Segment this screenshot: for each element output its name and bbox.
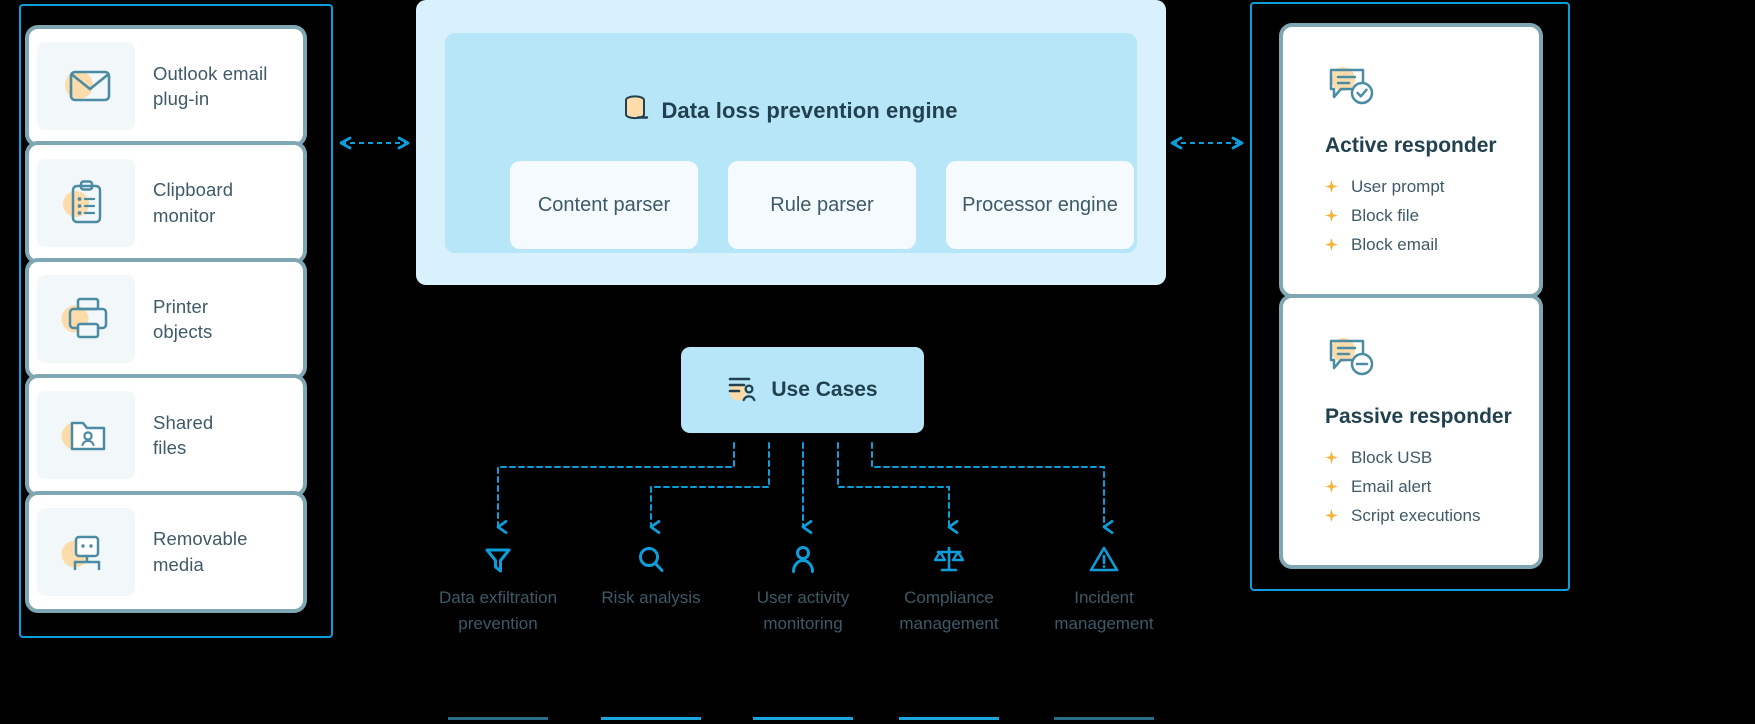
underline-bar [601, 717, 701, 720]
engine-title: Data loss prevention engine [661, 98, 958, 123]
responder-actions: User prompt Block file Block email [1325, 172, 1539, 259]
use-case-label: Risk analysis [601, 588, 701, 607]
list-item: Block email [1325, 230, 1539, 259]
person-icon [723, 540, 883, 574]
parser-card[interactable]: Content parser [510, 161, 698, 249]
underline-bar [753, 717, 853, 720]
list-item: Block file [1325, 201, 1539, 230]
envelope-icon [37, 42, 135, 131]
dlp-engine-inner: Data loss prevention engine Content pars… [445, 33, 1137, 253]
responders-panel [1250, 2, 1570, 591]
list-item-label: Block file [1351, 206, 1420, 225]
funnel-icon [418, 540, 578, 574]
shared-folder-icon [37, 391, 135, 480]
underline-bar [899, 717, 999, 720]
responder-title: Passive responder [1325, 405, 1512, 428]
sparkle-icon [1325, 209, 1338, 222]
list-item: Block USB [1325, 443, 1539, 472]
underline-bar [1054, 717, 1154, 720]
list-item-label: Block email [1351, 235, 1438, 254]
list-item-label: User prompt [1351, 177, 1445, 196]
responder-card-passive[interactable]: Passive responder Block USB Email alert … [1283, 298, 1539, 565]
list-item: User prompt [1325, 172, 1539, 201]
clipboard-icon [37, 158, 135, 247]
list-item-label: Email alert [1351, 477, 1432, 496]
sparkle-icon [1325, 451, 1338, 464]
responder-title: Active responder [1325, 134, 1497, 157]
list-item: Email alert [1325, 472, 1539, 501]
database-icon [624, 95, 649, 127]
magnifier-icon [571, 540, 731, 574]
parser-row: Content parser Rule parser Processor eng… [510, 161, 1134, 249]
list-item-label: Script executions [1351, 506, 1481, 525]
data-sources-panel [19, 4, 333, 638]
underline-bar [448, 717, 548, 720]
sparkle-icon [1325, 180, 1338, 193]
list-item: Script executions [1325, 501, 1539, 530]
chat-minus-icon [1325, 338, 1375, 384]
scales-icon [869, 540, 1029, 574]
warning-triangle-icon [1024, 540, 1184, 574]
responders-list: Active responder User prompt Block file … [1283, 27, 1539, 565]
list-item-label: Block USB [1351, 448, 1433, 467]
parser-card[interactable]: Rule parser [728, 161, 916, 249]
responder-card-active[interactable]: Active responder User prompt Block file … [1283, 27, 1539, 294]
user-list-icon [727, 374, 757, 407]
usb-drive-icon [37, 507, 135, 596]
sparkle-icon [1325, 509, 1338, 522]
dlp-engine-panel: Data loss prevention engine Content pars… [416, 0, 1166, 285]
use-case-item-risk-analysis[interactable]: Risk analysis [571, 540, 731, 720]
use-cases-box[interactable]: Use Cases [681, 347, 924, 433]
sparkle-icon [1325, 238, 1338, 251]
printer-icon [37, 275, 135, 364]
use-cases-label: Use Cases [771, 378, 878, 401]
responder-actions: Block USB Email alert Script executions [1325, 443, 1539, 530]
sparkle-icon [1325, 480, 1338, 493]
chat-check-icon [1325, 67, 1375, 113]
engine-header: Data loss prevention engine [445, 95, 1137, 127]
parser-card[interactable]: Processor engine [946, 161, 1134, 249]
